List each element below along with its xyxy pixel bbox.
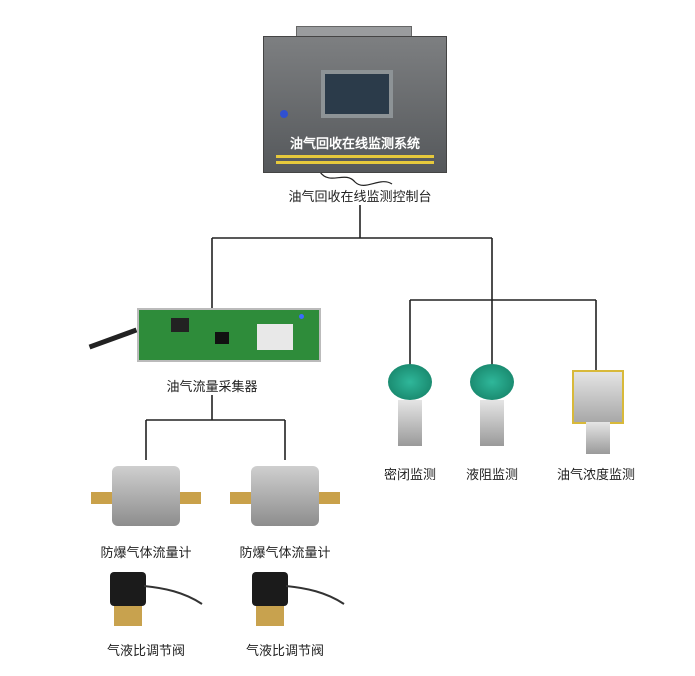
flow-meter-body [112,466,180,526]
valve-label: 气液比调节阀 [106,644,186,659]
valve-body [114,606,142,626]
transmitter-head [388,364,432,400]
board-led-icon [299,314,304,319]
control-valve [110,572,203,630]
transmitter-body [480,400,504,446]
board-relays [257,324,293,350]
monitoring-console-cabinet: 油气回收在线监测系统 [263,36,447,173]
transmitter-head [470,364,514,400]
valve-cable-icon [144,585,203,605]
valve-coil [110,572,146,606]
console-screen [321,70,393,118]
power-led-icon [280,110,288,118]
flow-meter-label: 防爆气体流量计 [100,546,192,561]
detector-housing [572,370,624,424]
flow-meter-body [251,466,319,526]
board-chip [215,332,229,344]
panel-stripe [276,161,434,164]
valve-label: 气液比调节阀 [245,644,325,659]
liquid-resistance-transmitter [470,364,514,456]
collector-label: 油气流量采集器 [166,380,258,395]
flow-meter-label: 防爆气体流量计 [239,546,331,561]
console-label: 油气回收在线监测控制台 [288,190,432,205]
panel-stripe [276,155,434,158]
console-panel-title: 油气回收在线监测系统 [289,137,420,152]
valve-coil [252,572,288,606]
board-chip [171,318,189,332]
seal-transmitter [388,364,432,456]
valve-body [256,606,284,626]
detector-sensor-head [586,422,610,454]
flow-meter [91,462,201,532]
sensor-label: 密闭监测 [383,468,437,483]
gas-concentration-detector [572,364,624,456]
sensor-label: 液阻监测 [465,468,519,483]
flow-meter [230,462,340,532]
sensor-label: 油气浓度监测 [556,468,636,483]
flow-collector-board [137,308,321,362]
valve-cable-icon [286,585,345,605]
control-valve [252,572,345,630]
transmitter-body [398,400,422,446]
